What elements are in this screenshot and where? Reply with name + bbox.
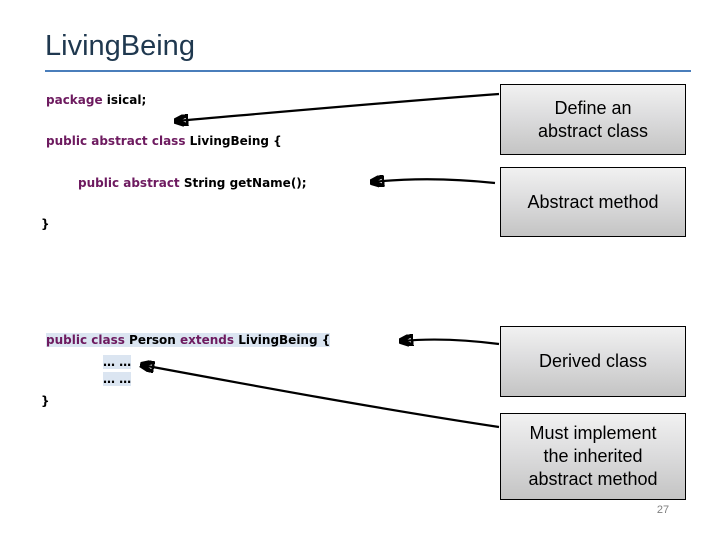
callout-label: Define an [554,97,632,118]
callout-label: Must implement [529,423,657,443]
code-keyword: public abstract [78,176,180,190]
callout-label: abstract method [528,469,658,489]
highlighted-code: public class Person extends LivingBeing … [46,333,331,347]
callout-label: the inherited [543,446,643,466]
arrow-to-derived-class-icon [401,340,500,344]
highlighted-code: … … [103,355,132,369]
code-line-ellipsis-2: … … [103,372,132,387]
page-number: 27 [656,504,670,516]
callout-label: abstract class [537,120,649,141]
callout-define-abstract-class: Define an abstract class [500,84,686,155]
code-text: Person [124,333,180,347]
callout-must-implement: Must implement the inherited abstract me… [500,413,686,500]
code-line-abstract-class: public abstract class LivingBeing { [46,134,282,149]
code-text: String getName(); [179,176,307,190]
highlighted-code: … … [103,372,132,386]
callout-abstract-method: Abstract method [500,167,686,237]
arrow-to-abstract-class-icon [176,92,500,121]
code-line-derived-class: public class Person extends LivingBeing … [46,333,331,348]
code-keyword: extends [180,333,235,347]
code-text: LivingBeing { [185,134,282,148]
code-line-close-brace-2: } [41,394,50,408]
title-underline [45,70,691,72]
code-keyword: public class [46,333,125,347]
callout-label: Derived class [538,351,648,371]
code-keyword: public abstract class [46,134,186,148]
arrow-to-ellipsis-icon [142,365,500,429]
code-keyword: package [46,93,103,107]
code-line-abstract-method: public abstract String getName(); [78,176,307,191]
code-line-close-brace-1: } [41,217,50,231]
code-line-package: package isical; [46,93,146,108]
code-text: isical; [102,93,147,107]
callout-label: Abstract method [527,191,659,212]
page-title: LivingBeing [45,30,195,62]
code-line-ellipsis-1: … … [103,355,132,370]
callout-derived-class: Derived class [500,326,686,397]
code-text: LivingBeing { [234,333,331,347]
arrow-to-abstract-method-icon [372,179,496,183]
